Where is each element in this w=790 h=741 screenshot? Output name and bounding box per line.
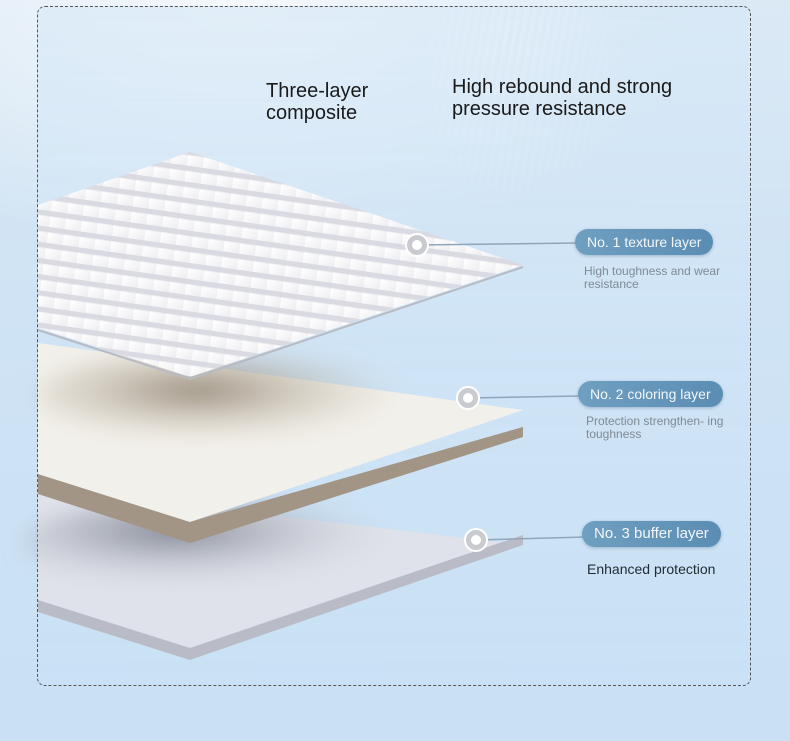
desc-texture-layer: High toughness and wear resistance bbox=[584, 264, 721, 291]
heading-three-layer: Three-layer composite bbox=[266, 80, 369, 124]
heading-rebound: High rebound and strong pressure resista… bbox=[452, 76, 673, 120]
label-texture-layer: No. 1 texture layer bbox=[575, 229, 714, 255]
coloring-layer bbox=[35, 343, 523, 543]
connector-1 bbox=[405, 233, 579, 257]
label-coloring-layer: No. 2 coloring layer bbox=[578, 381, 723, 407]
desc-buffer-layer: Enhanced protection bbox=[587, 561, 716, 577]
connector-2 bbox=[456, 386, 581, 410]
connector-3 bbox=[464, 528, 586, 552]
label-buffer-layer: No. 3 buffer layer bbox=[582, 521, 721, 547]
desc-coloring-layer: Protection strengthen- ing toughness bbox=[586, 414, 724, 441]
water-streaks-decoration bbox=[428, 7, 648, 217]
texture-layer bbox=[37, 152, 524, 381]
